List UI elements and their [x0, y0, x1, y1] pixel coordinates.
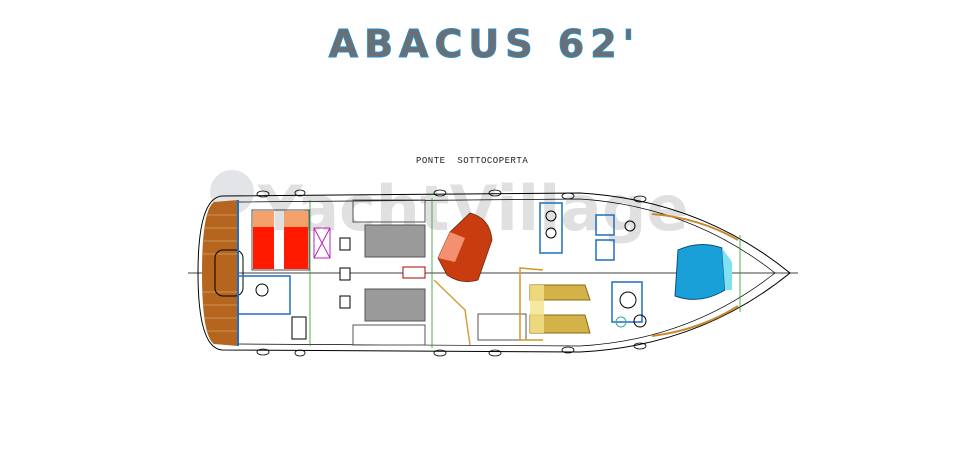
forward-heads: [539, 202, 647, 328]
berth-frame: [651, 305, 739, 337]
shower: [595, 239, 615, 261]
sink-icon: [545, 227, 557, 239]
sink-icon: [615, 316, 627, 328]
master-bed: [674, 244, 726, 300]
berth-frame: [651, 213, 739, 241]
swim-platform: [202, 200, 244, 346]
engine-starboard: [364, 224, 426, 258]
hull-outline: [197, 192, 791, 353]
technical-hatch: [313, 227, 331, 259]
toilet-icon: [624, 220, 636, 232]
sink-icon: [545, 210, 557, 222]
tank: [352, 324, 426, 346]
engine-port: [364, 288, 426, 322]
stair: [433, 279, 471, 346]
toilet-icon: [633, 314, 647, 328]
bed-pillow: [722, 248, 732, 290]
hatch: [214, 249, 244, 297]
pillow: [253, 211, 274, 227]
batteries: [402, 266, 426, 279]
tank: [352, 199, 426, 223]
sofa-cushion: [438, 232, 465, 262]
pillow: [284, 211, 308, 227]
aft-cabin-beds: [251, 209, 310, 271]
toilet-icon: [619, 291, 637, 309]
table: [477, 313, 527, 341]
deck-label: PONTE SOTTOCOPERTA: [416, 156, 529, 166]
shower: [595, 214, 615, 236]
locker: [291, 316, 307, 340]
guest-cabin-beds: [519, 267, 591, 341]
salon-sofa: [437, 212, 493, 283]
hull-inner-line: [237, 198, 776, 347]
model-title: ABACUS 62': [328, 22, 641, 67]
toilet-icon: [255, 283, 269, 297]
crew-head: [237, 275, 291, 315]
engine-room: [309, 198, 433, 348]
portlights: [256, 189, 647, 357]
